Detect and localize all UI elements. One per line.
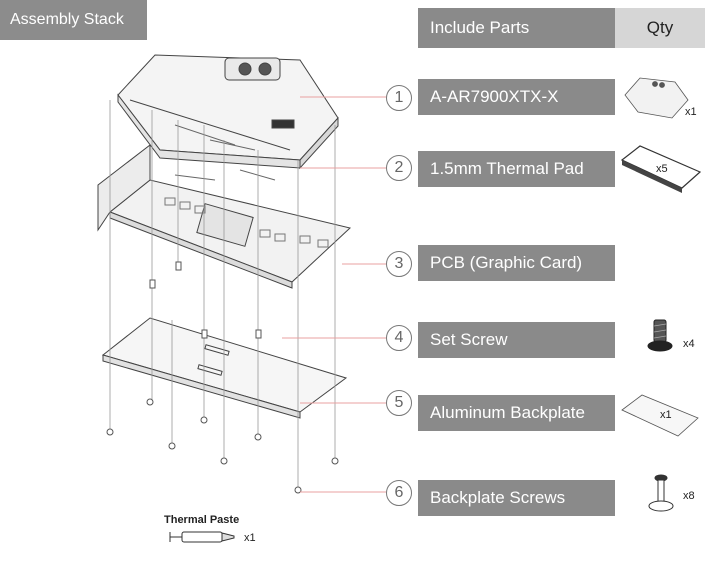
part-label-5: Aluminum Backplate — [418, 395, 615, 431]
qty-1: x1 — [685, 106, 697, 118]
part-number-6: 6 — [386, 480, 412, 506]
waterblock-icon — [624, 77, 689, 119]
set-screw-icon — [647, 319, 673, 352]
section-title: Assembly Stack — [0, 0, 147, 40]
thermal-paste-qty: x1 — [244, 532, 256, 544]
part-number-3: 3 — [386, 251, 412, 277]
backplate-icon — [621, 394, 699, 437]
thermal-pad-icon — [620, 145, 702, 193]
part-label-4: Set Screw — [418, 322, 615, 358]
part-label-2: 1.5mm Thermal Pad — [418, 151, 615, 187]
qty-5: x1 — [660, 409, 672, 421]
part-number-2: 2 — [386, 155, 412, 181]
part-label-3: PCB (Graphic Card) — [418, 245, 615, 281]
qty-2: x5 — [656, 163, 668, 175]
qty-6: x8 — [683, 490, 695, 502]
part-number-5: 5 — [386, 390, 412, 416]
include-parts-header: Include Parts — [418, 8, 615, 48]
part-label-6: Backplate Screws — [418, 480, 615, 516]
syringe-icon — [169, 531, 235, 543]
thermal-pads-drawing — [174, 124, 276, 181]
part-label-1: A-AR7900XTX-X — [418, 79, 615, 115]
thermal-paste-label: Thermal Paste — [164, 514, 240, 526]
qty-4: x4 — [683, 338, 695, 350]
pcb-drawing — [97, 143, 352, 289]
qty-header: Qty — [615, 8, 705, 48]
backplate-screw-icon — [648, 474, 674, 512]
part-number-1: 1 — [386, 85, 412, 111]
part-number-4: 4 — [386, 325, 412, 351]
